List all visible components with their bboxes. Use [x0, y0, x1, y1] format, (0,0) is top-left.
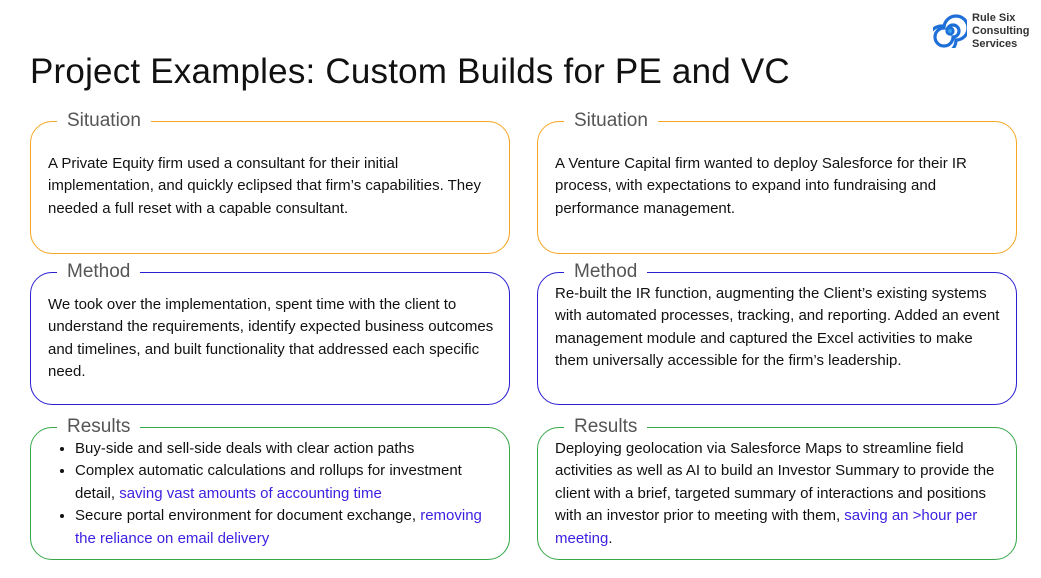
result-highlight: removing the reliance on email delivery	[75, 507, 482, 547]
result-text: Secure portal environment for document e…	[75, 507, 421, 525]
pe-situation-box: Situation A Private Equity firm used a c…	[30, 109, 510, 254]
pe-results-box: Results Buy-side and sell-side deals wit…	[30, 415, 510, 560]
pe-results-label: Results	[57, 415, 141, 439]
list-item: Complex automatic calculations and rollu…	[75, 460, 495, 505]
logo-text: Rule Six Consulting Services	[972, 12, 1029, 51]
vc-method-label: Method	[564, 260, 648, 284]
result-highlight: saving vast amounts of accounting time	[119, 484, 382, 502]
list-item: Buy-side and sell-side deals with clear …	[75, 438, 495, 460]
pe-method-text: We took over the implementation, spent t…	[48, 296, 494, 381]
result-tail: .	[608, 529, 613, 547]
vc-results-text: Deploying geolocation via Salesforce Map…	[555, 438, 1002, 550]
pe-method-label: Method	[57, 260, 141, 284]
page-title: Project Examples: Custom Builds for PE a…	[30, 52, 790, 91]
vc-method-box: Method Re-built the IR function, augment…	[537, 260, 1017, 405]
vc-situation-label: Situation	[564, 109, 658, 133]
vc-results-label: Results	[564, 415, 648, 439]
logo-line: Services	[972, 38, 1018, 50]
result-text: Complex automatic calculations and rollu…	[75, 462, 462, 502]
vc-results-box: Results Deploying geolocation via Salesf…	[537, 415, 1017, 560]
logo-line: Consulting	[972, 25, 1030, 37]
pe-situation-text: A Private Equity firm used a consultant …	[48, 155, 481, 217]
result-highlight: saving an >hour per meeting	[555, 507, 978, 547]
pe-results-list: Buy-side and sell-side deals with clear …	[48, 438, 495, 550]
vc-situation-text: A Venture Capital firm wanted to deploy …	[555, 155, 967, 217]
pe-situation-label: Situation	[57, 109, 151, 133]
result-text: Deploying geolocation via Salesforce Map…	[555, 440, 995, 525]
logo-line: Rule Six	[972, 12, 1016, 24]
vc-situation-box: Situation A Venture Capital firm wanted …	[537, 109, 1017, 254]
list-item: Secure portal environment for document e…	[75, 505, 495, 550]
vc-method-text: Re-built the IR function, augmenting the…	[555, 285, 1000, 370]
result-text: Buy-side and sell-side deals with clear …	[75, 440, 415, 457]
spiral-logo-icon	[933, 14, 967, 48]
company-logo: Rule Six Consulting Services	[933, 12, 1037, 54]
pe-method-box: Method We took over the implementation, …	[30, 260, 510, 405]
